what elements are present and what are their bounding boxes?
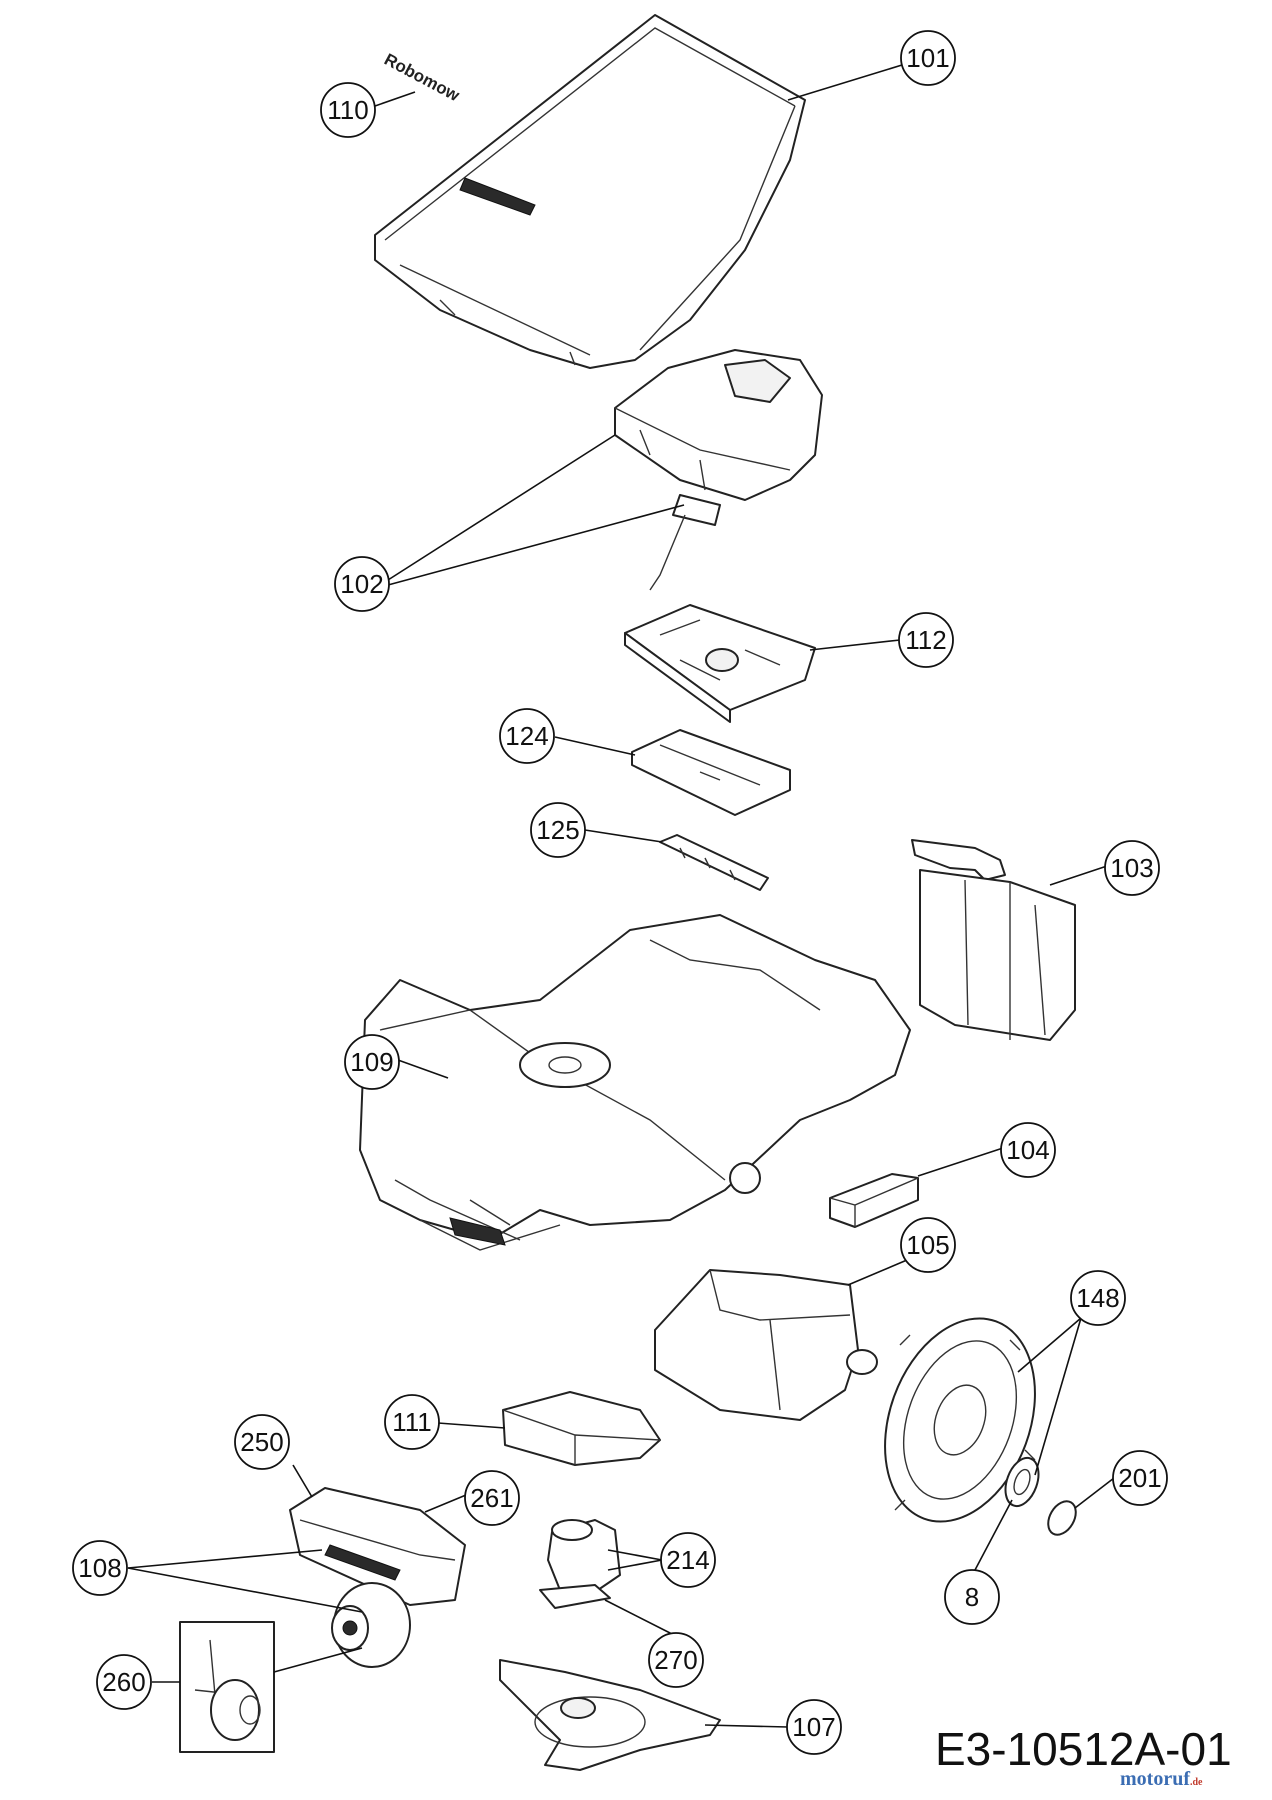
part-125-connector [659,834,769,891]
part-124-tray [631,729,791,816]
part-102-display-cover [614,349,823,591]
part-8-hub [1004,1456,1040,1508]
svg-text:107: 107 [792,1712,835,1742]
svg-text:8: 8 [965,1582,979,1612]
callout-104: 104 [1000,1122,1056,1178]
callout-111: 111 [384,1394,440,1450]
svg-text:101: 101 [906,43,949,73]
svg-text:270: 270 [654,1645,697,1675]
callout-102: 102 [334,556,390,612]
svg-text:110: 110 [327,95,368,125]
callout-125: 125 [530,802,586,858]
part-103-battery-box [911,839,1076,1041]
part-250-caster-bracket [289,1487,466,1606]
drawing-code: E3-10512A-01 [935,1723,1232,1775]
part-104-block [829,1173,919,1228]
callout-101: 101 [900,30,956,86]
part-107-blade [499,1659,721,1771]
callout-214: 214 [660,1532,716,1588]
callout-260: 260 [96,1654,152,1710]
svg-text:111: 111 [392,1407,432,1437]
part-148-wheel [884,1317,1036,1523]
part-112-circuit-board [624,604,816,723]
callout-124: 124 [499,708,555,764]
part-111-bracket [502,1391,661,1466]
callout-105: 105 [900,1217,956,1273]
svg-text:102: 102 [340,569,383,599]
part-109-chassis [359,914,911,1251]
svg-text:104: 104 [1006,1135,1049,1165]
callout-103: 103 [1104,840,1160,896]
svg-text:124: 124 [505,721,548,751]
svg-text:214: 214 [666,1545,709,1575]
cover-logo: Robomow [381,50,463,106]
callout-107: 107 [786,1699,842,1755]
svg-text:201: 201 [1118,1463,1161,1493]
svg-text:103: 103 [1110,853,1153,883]
callout-250: 250 [234,1414,290,1470]
callout-109: 109 [344,1034,400,1090]
callout-148: 148 [1070,1270,1126,1326]
callout-201: 201 [1112,1450,1168,1506]
part-214-motor [539,1519,621,1609]
part-105-motor-housing [654,1269,878,1421]
svg-text:108: 108 [78,1553,121,1583]
part-201-cap [1047,1500,1077,1536]
part-260-caster-assembly [179,1621,275,1753]
svg-text:105: 105 [906,1230,949,1260]
callout-270: 270 [648,1632,704,1688]
callout-112: 112 [898,612,954,668]
leader-lines [127,64,1115,1728]
watermark-tld: .de [1189,1777,1203,1788]
part-101-top-cover: Robomow [374,14,806,369]
svg-text:109: 109 [350,1047,393,1077]
svg-text:112: 112 [905,625,946,655]
svg-text:148: 148 [1076,1283,1119,1313]
svg-text:261: 261 [470,1483,513,1513]
watermark: motoruf.de [1120,1768,1202,1791]
svg-text:260: 260 [102,1667,145,1697]
watermark-brand: motoruf [1120,1768,1190,1790]
callout-8: 8 [944,1569,1000,1625]
part-108-caster-wheel [331,1582,411,1668]
callout-110: 110 [320,82,376,138]
callout-261: 261 [464,1470,520,1526]
svg-text:250: 250 [240,1427,283,1457]
svg-text:125: 125 [536,815,579,845]
callout-108: 108 [72,1540,128,1596]
